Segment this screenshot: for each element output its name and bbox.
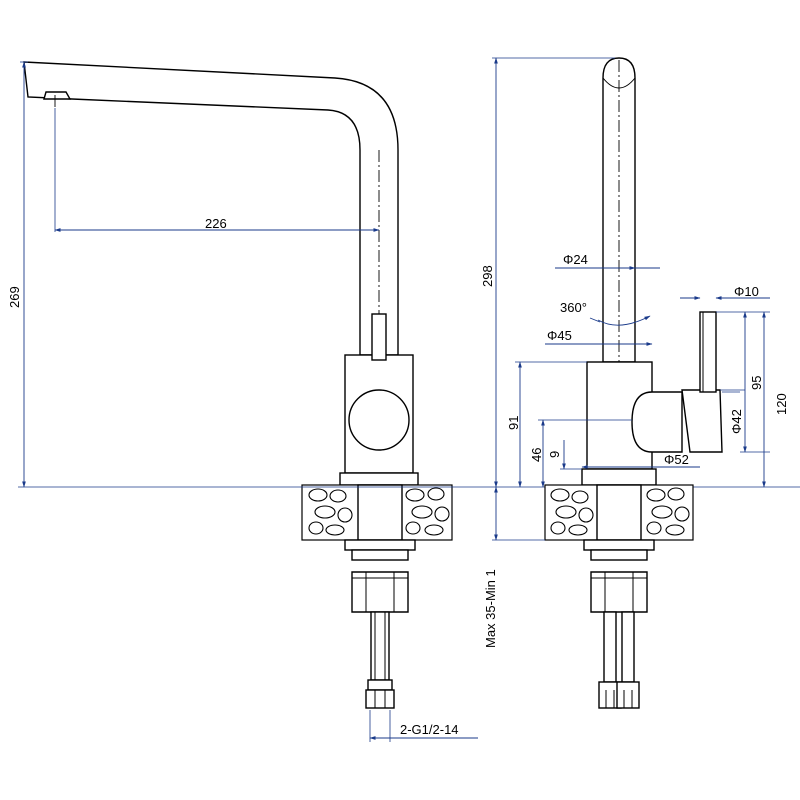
dim-spout-diameter: Φ24	[563, 252, 588, 267]
cartridge-front	[631, 391, 683, 453]
dim-cartridge-diameter: Φ42	[729, 409, 744, 434]
spout-top	[602, 57, 636, 363]
mount-nut	[351, 549, 409, 561]
dim-height-left: 269	[7, 286, 22, 308]
dim-thread: 2-G1/2-14	[400, 722, 459, 737]
aerator	[43, 91, 72, 100]
dim-height-total: 298	[480, 265, 495, 287]
mount-shank-front	[596, 484, 642, 541]
lever-handle	[699, 311, 717, 393]
hose-nut-2	[616, 681, 640, 709]
hose-fitting	[367, 679, 393, 691]
lever-stem	[371, 313, 387, 361]
base-ring	[339, 472, 419, 486]
dim-height-120: 120	[774, 393, 789, 415]
dim-height-46: 46	[529, 448, 544, 462]
supply-hose-1	[603, 611, 617, 683]
pebbles-right	[550, 487, 690, 536]
dim-base-diameter: Φ52	[664, 452, 689, 467]
front-view: 298 Φ24 360° Φ45 Φ10 95 120 Φ42 91 4	[480, 57, 789, 709]
dim-body-diameter: Φ45	[547, 328, 572, 343]
supply-hose	[370, 611, 390, 681]
cartridge-circle	[348, 389, 410, 451]
spout-outline	[23, 61, 399, 356]
dim-height-91: 91	[506, 416, 521, 430]
dim-reach: 226	[205, 216, 227, 231]
mount-nut-front	[590, 549, 648, 561]
mount-washer-front	[583, 539, 655, 551]
mount-washer	[344, 539, 416, 551]
supply-hose-2	[621, 611, 635, 683]
base-ring-front	[581, 468, 657, 486]
pebbles-left	[308, 487, 450, 536]
dim-height-9: 9	[547, 451, 562, 458]
dim-counter-thickness: Max 35-Min 1	[483, 569, 498, 648]
dim-rotation: 360°	[560, 300, 587, 315]
side-view: 226 269 2-G1/2-14	[7, 61, 800, 742]
hose-nut	[365, 689, 395, 709]
dim-height-95: 95	[749, 376, 764, 390]
mount-shank	[357, 484, 403, 541]
dim-lever-diameter: Φ10	[734, 284, 759, 299]
lever-housing	[681, 389, 723, 453]
